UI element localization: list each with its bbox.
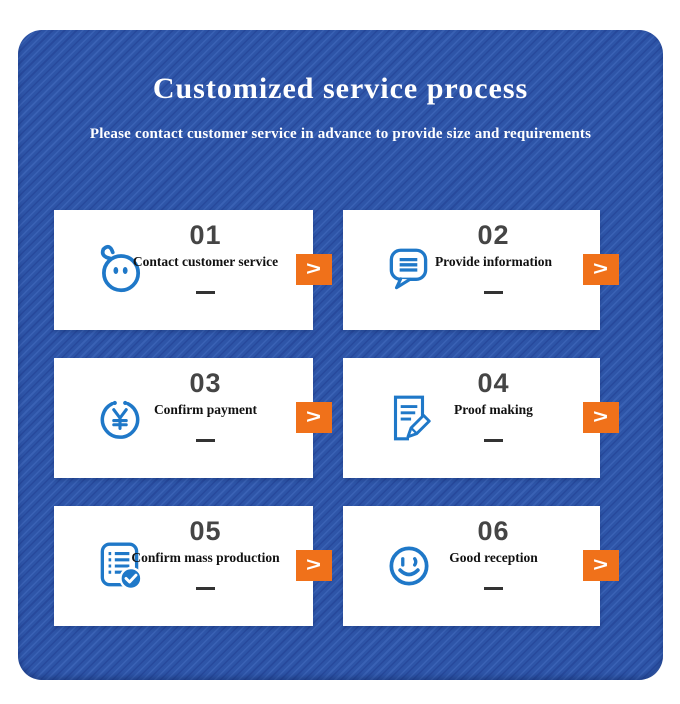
page-title: Customized service process — [152, 72, 529, 105]
yuan-coin-icon — [94, 391, 146, 445]
smiley-face-icon — [383, 539, 435, 593]
step-label: Confirm payment — [153, 402, 258, 417]
dash-decoration — [196, 587, 215, 590]
step-label: Provide information — [434, 254, 553, 269]
arrow-right-icon: > — [593, 407, 609, 428]
next-arrow-button[interactable]: > — [583, 402, 619, 433]
page-subtitle: Please contact customer service in advan… — [89, 126, 592, 142]
step-label: Contact customer service — [132, 254, 279, 269]
next-arrow-button[interactable]: > — [583, 254, 619, 285]
dash-decoration — [484, 291, 503, 294]
next-arrow-button[interactable]: > — [296, 402, 332, 433]
next-arrow-button[interactable]: > — [583, 550, 619, 581]
next-arrow-button[interactable]: > — [296, 550, 332, 581]
dash-decoration — [196, 291, 215, 294]
step-label: Good reception — [449, 550, 538, 565]
step-card-02: 02 Provide information > — [343, 210, 619, 330]
step-number: 04 — [477, 368, 510, 398]
chat-face-icon — [94, 243, 146, 297]
document-pencil-icon — [383, 391, 435, 445]
dash-decoration — [484, 439, 503, 442]
arrow-right-icon: > — [593, 259, 609, 280]
step-card-01: 01 Contact customer service > — [54, 210, 332, 330]
step-card-03: 03 Confirm payment > — [54, 358, 332, 478]
step-number: 06 — [477, 516, 510, 546]
steps-grid: 01 Contact customer service > 02 Provide… — [54, 210, 636, 626]
checklist-check-icon — [94, 539, 146, 593]
step-card-06: 06 Good reception > — [343, 506, 619, 626]
speech-bubble-lines-icon — [383, 243, 435, 297]
arrow-right-icon: > — [306, 259, 322, 280]
dash-decoration — [196, 439, 215, 442]
arrow-right-icon: > — [593, 555, 609, 576]
step-number: 01 — [189, 220, 222, 250]
dash-decoration — [484, 587, 503, 590]
step-number: 03 — [189, 368, 222, 398]
arrow-right-icon: > — [306, 407, 322, 428]
step-number: 02 — [477, 220, 510, 250]
step-number: 05 — [189, 516, 222, 546]
step-label: Confirm mass production — [131, 550, 280, 565]
step-label: Proof making — [454, 402, 533, 417]
step-card-04: 04 Proof making > — [343, 358, 619, 478]
service-process-panel: Customized service process Please contac… — [18, 30, 663, 680]
arrow-right-icon: > — [306, 555, 322, 576]
next-arrow-button[interactable]: > — [296, 254, 332, 285]
step-card-05: 05 Confirm mass production > — [54, 506, 332, 626]
